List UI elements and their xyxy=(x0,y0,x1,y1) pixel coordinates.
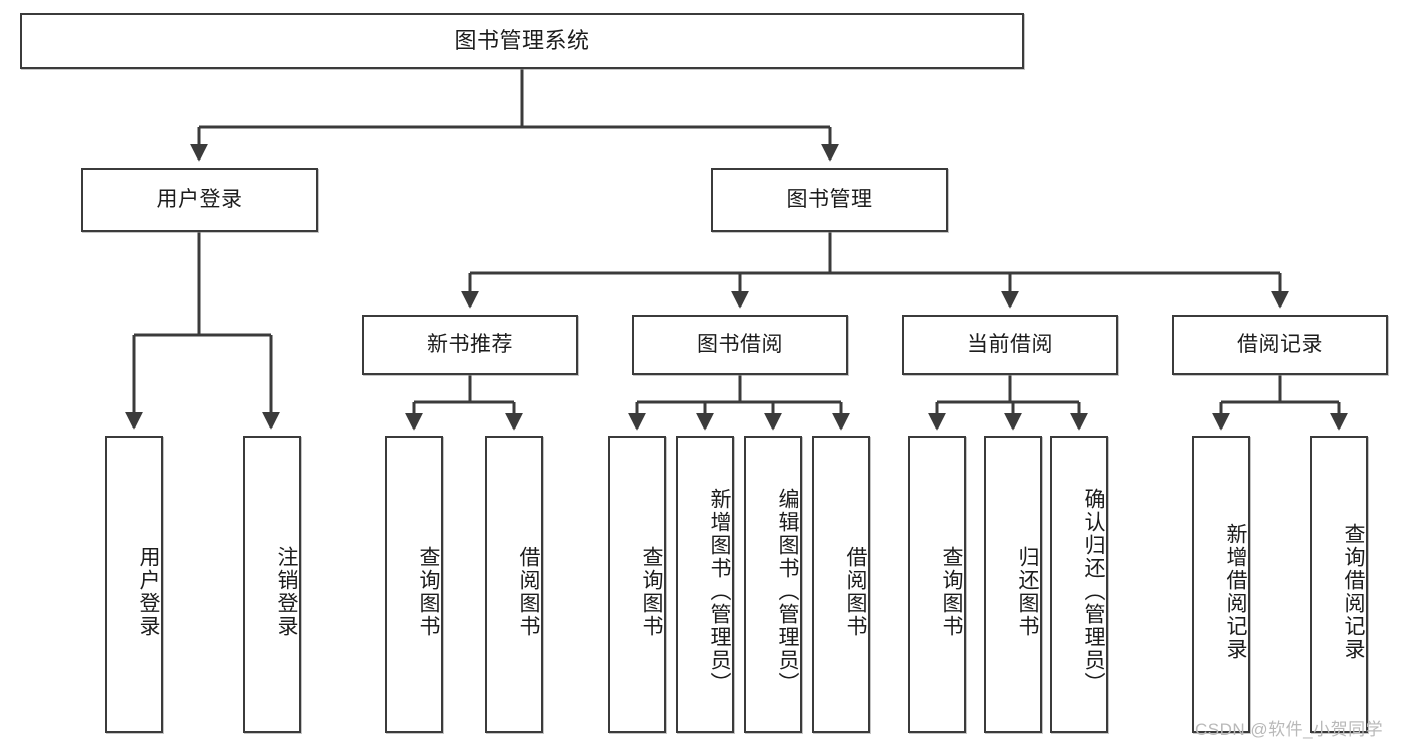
node-leaf-return-book-label: 归还图书 xyxy=(1016,545,1039,638)
node-leaf-query-book-2[interactable]: 查询图书 xyxy=(608,436,666,733)
node-leaf-add-record-label: 新增借阅记录 xyxy=(1224,522,1247,661)
node-leaf-user-logout[interactable]: 注销登录 xyxy=(243,436,301,733)
node-leaf-query-book-1-label: 查询图书 xyxy=(417,545,440,638)
node-user-login-label: 用户登录 xyxy=(156,188,243,212)
node-leaf-edit-book[interactable]: 编辑图书（管理员） xyxy=(744,436,802,733)
node-leaf-confirm-return[interactable]: 确认归还（管理员） xyxy=(1050,436,1108,733)
node-root-label: 图书管理系统 xyxy=(454,27,590,53)
node-leaf-query-record[interactable]: 查询借阅记录 xyxy=(1310,436,1368,733)
node-leaf-borrow-book-2-label: 借阅图书 xyxy=(844,545,867,638)
node-book-manage[interactable]: 图书管理 xyxy=(711,168,948,232)
node-leaf-user-login[interactable]: 用户登录 xyxy=(105,436,163,733)
node-leaf-confirm-return-label: 确认归还（管理员） xyxy=(1082,488,1105,695)
node-leaf-user-logout-label: 注销登录 xyxy=(275,545,298,638)
node-leaf-query-record-label: 查询借阅记录 xyxy=(1342,522,1365,661)
node-leaf-query-book-1[interactable]: 查询图书 xyxy=(385,436,443,733)
node-book-borrow-label: 图书借阅 xyxy=(697,333,783,357)
node-leaf-borrow-book-1[interactable]: 借阅图书 xyxy=(485,436,543,733)
node-leaf-query-book-3-label: 查询图书 xyxy=(940,545,963,638)
node-new-book-rec[interactable]: 新书推荐 xyxy=(362,315,578,375)
node-new-book-rec-label: 新书推荐 xyxy=(427,333,513,357)
node-leaf-edit-book-label: 编辑图书（管理员） xyxy=(776,488,799,695)
node-book-borrow[interactable]: 图书借阅 xyxy=(632,315,848,375)
node-leaf-user-login-label: 用户登录 xyxy=(137,545,160,638)
node-book-manage-label: 图书管理 xyxy=(786,188,873,212)
node-user-login[interactable]: 用户登录 xyxy=(81,168,318,232)
node-leaf-borrow-book-1-label: 借阅图书 xyxy=(517,545,540,638)
node-root[interactable]: 图书管理系统 xyxy=(20,13,1024,69)
node-current-borrow-label: 当前借阅 xyxy=(967,333,1053,357)
node-leaf-add-book-label: 新增图书（管理员） xyxy=(708,488,731,695)
watermark: CSDN @软件_小贺同学 xyxy=(1195,720,1384,739)
node-leaf-borrow-book-2[interactable]: 借阅图书 xyxy=(812,436,870,733)
node-leaf-add-book[interactable]: 新增图书（管理员） xyxy=(676,436,734,733)
node-borrow-record[interactable]: 借阅记录 xyxy=(1172,315,1388,375)
node-leaf-query-book-2-label: 查询图书 xyxy=(640,545,663,638)
node-leaf-add-record[interactable]: 新增借阅记录 xyxy=(1192,436,1250,733)
node-leaf-query-book-3[interactable]: 查询图书 xyxy=(908,436,966,733)
node-leaf-return-book[interactable]: 归还图书 xyxy=(984,436,1042,733)
node-borrow-record-label: 借阅记录 xyxy=(1237,333,1323,357)
node-current-borrow[interactable]: 当前借阅 xyxy=(902,315,1118,375)
